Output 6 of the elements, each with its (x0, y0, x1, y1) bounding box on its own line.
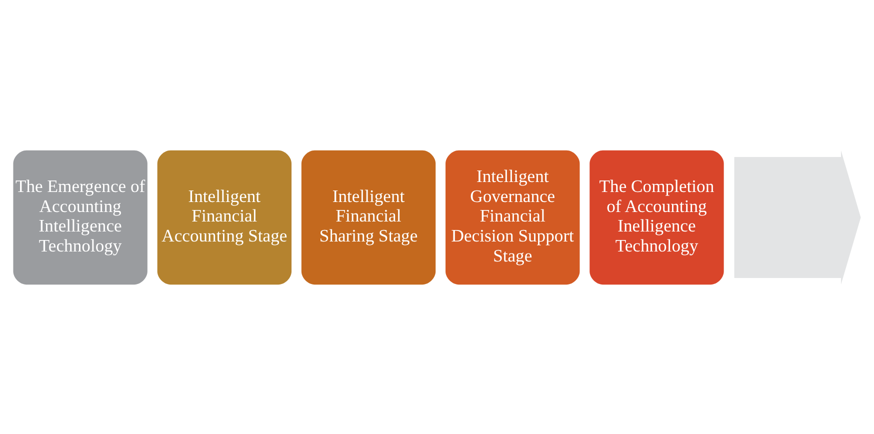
node-box: Intelligent Governance Financial Decision Support Stage (446, 150, 580, 284)
node-box: Intelligent Financial Accounting Stage (157, 150, 292, 284)
node-box: The Completion of Accounting Inelligence Technology (590, 150, 724, 284)
node-box: Intelligent Financial Sharing Stage (301, 150, 436, 284)
node-arrow (734, 150, 861, 284)
node-box: The Emergence of Accounting Intelligence Technology (13, 150, 148, 284)
